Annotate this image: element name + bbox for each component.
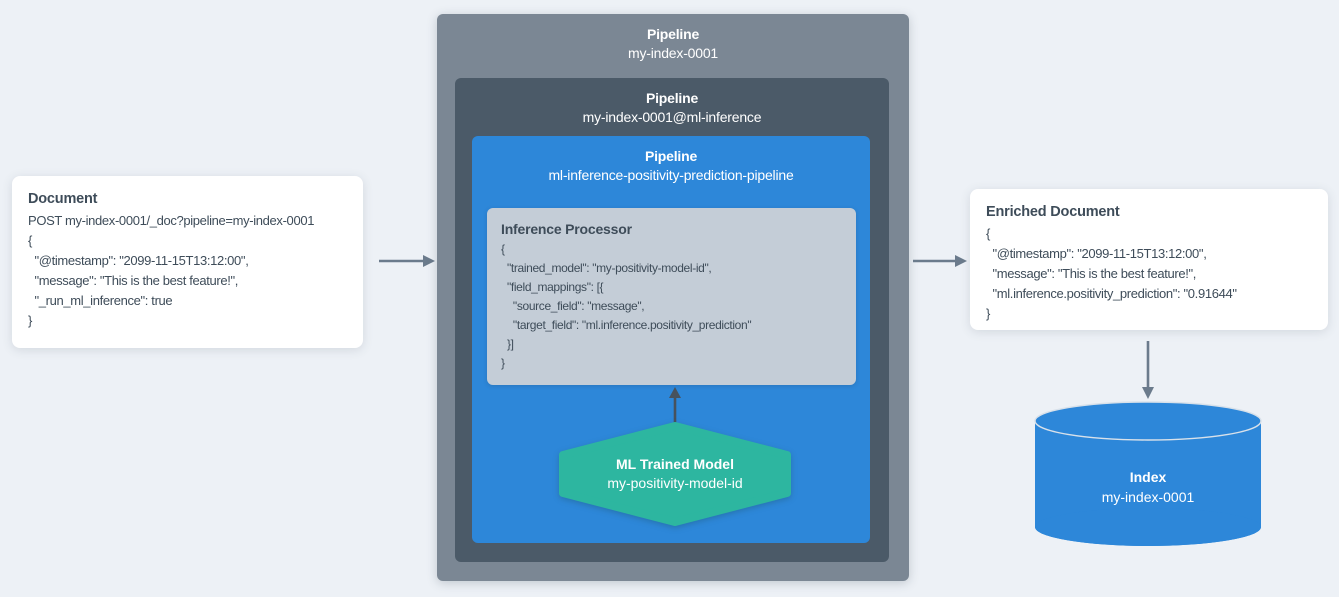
pipeline-box-outer: Pipeline my-index-0001 Pipeline my-index… <box>437 14 909 581</box>
flow-arrow-pipeline-to-enriched-icon <box>913 255 967 267</box>
enriched-document-code: { "@timestamp": "2099-11-15T13:12:00", "… <box>986 226 1237 321</box>
flow-arrow-document-to-pipeline-icon <box>379 255 435 267</box>
ml-trained-model-title: ML Trained Model <box>616 456 734 472</box>
pipeline-box-positivity-prediction: Pipeline ml-inference-positivity-predict… <box>472 136 870 543</box>
flow-arrow-model-to-processor-icon <box>669 387 681 423</box>
inference-processor-code: { "trained_model": "my-positivity-model-… <box>501 242 752 370</box>
enriched-document-card: Enriched Document { "@timestamp": "2099-… <box>970 189 1328 330</box>
enriched-document-title: Enriched Document <box>986 204 1120 220</box>
cylinder-shape-icon <box>1034 401 1262 546</box>
pipeline-box-ml-inference: Pipeline my-index-0001@ml-inference Pipe… <box>455 78 889 562</box>
pipeline-name: my-index-0001@ml-inference <box>582 109 762 125</box>
ml-trained-model-text: ML Trained Model my-positivity-model-id <box>558 422 792 526</box>
pipeline-box-outer-header: Pipeline my-index-0001 <box>437 14 909 63</box>
pipeline-box-positivity-header: Pipeline ml-inference-positivity-predict… <box>472 136 870 185</box>
pipeline-label: Pipeline <box>645 90 699 106</box>
inference-processor-box: Inference Processor { "trained_model": "… <box>487 208 856 385</box>
pipeline-box-ml-inference-header: Pipeline my-index-0001@ml-inference <box>455 78 889 127</box>
index-cylinder: Index my-index-0001 <box>1033 400 1263 548</box>
pipeline-label: Pipeline <box>646 26 700 42</box>
pipeline-label: Pipeline <box>644 148 698 164</box>
document-card-title: Document <box>28 191 98 207</box>
ml-trained-model-name: my-positivity-model-id <box>607 475 743 491</box>
index-title: Index <box>1129 469 1167 485</box>
flow-arrow-enriched-to-index-icon <box>1142 341 1154 399</box>
hexagon-shape-icon <box>559 422 791 526</box>
inference-processor-title: Inference Processor <box>501 221 632 237</box>
document-card: Document POST my-index-0001/_doc?pipelin… <box>12 176 363 348</box>
index-name: my-index-0001 <box>1101 489 1195 505</box>
pipeline-name: ml-inference-positivity-prediction-pipel… <box>548 167 794 183</box>
document-card-code: POST my-index-0001/_doc?pipeline=my-inde… <box>28 213 315 328</box>
ml-trained-model-hexagon: ML Trained Model my-positivity-model-id <box>558 422 792 526</box>
pipeline-name: my-index-0001 <box>628 45 718 61</box>
index-text: Index my-index-0001 <box>1033 426 1263 548</box>
